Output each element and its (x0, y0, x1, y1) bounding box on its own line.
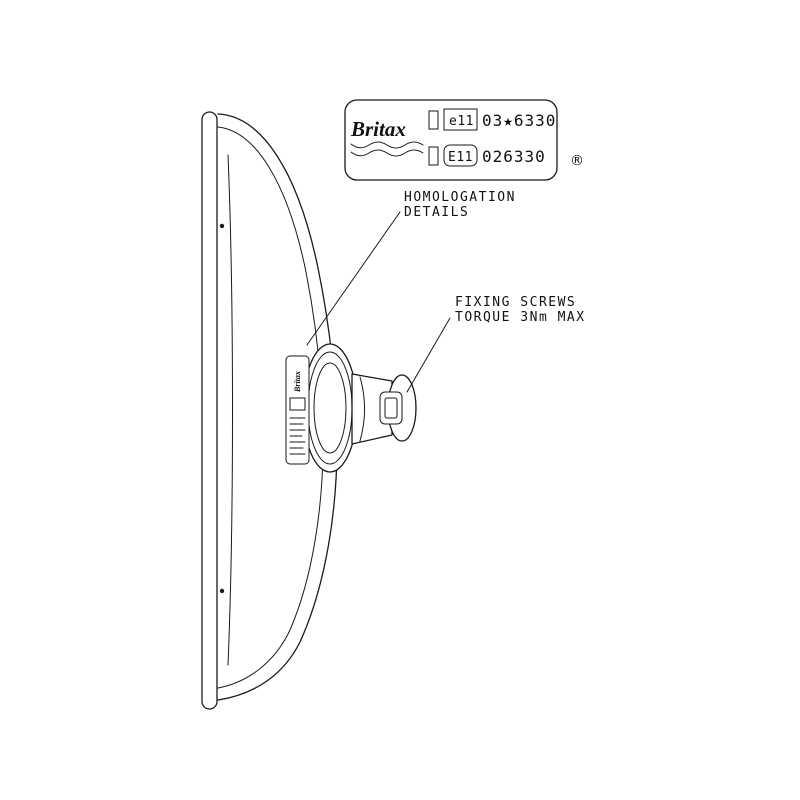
product-label-plate: Britax (285, 355, 310, 465)
edge-screw-bottom (219, 588, 225, 594)
mirror-edge-face (201, 111, 218, 710)
mount-stem (351, 373, 417, 445)
homologation-callout: HOMOLOGATION DETAILS (306, 190, 516, 346)
fixing-screw-boss (379, 391, 403, 425)
fixing-screws-leader-line (406, 317, 451, 393)
brand-logo-wave-1 (350, 141, 424, 149)
row1-mark: e11 (449, 114, 474, 129)
row1-bar-glyph (428, 110, 439, 130)
row1-mark-box (443, 108, 478, 131)
edge-screw-top (219, 223, 225, 229)
fixing-callout-line2: TORQUE 3Nm MAX (455, 310, 586, 325)
product-label-mark-box (289, 397, 306, 411)
registered-trademark-symbol: ® (570, 153, 584, 169)
mirror-body (201, 111, 338, 710)
row2-mark-box (443, 144, 478, 167)
brand-logo-text: Britax (350, 117, 406, 141)
product-label-brand: Britax (293, 371, 302, 393)
fixing-callout-line1: FIXING SCREWS (455, 295, 576, 310)
row2-bar-glyph (428, 146, 439, 166)
brand-logo-wave-2 (350, 149, 424, 157)
fixing-screws-callout: FIXING SCREWS TORQUE 3Nm MAX (406, 295, 586, 393)
label-box-outline (344, 99, 558, 181)
homologation-label-box: Britax e11 03★6330 E11 026330 (344, 99, 558, 181)
fixing-screw-socket (384, 397, 398, 419)
homologation-leader-line (306, 211, 401, 346)
mirror-front-contour (227, 154, 233, 666)
stem-cone (351, 373, 393, 445)
boss-ellipse-inner (313, 362, 347, 454)
mount-boss (302, 343, 358, 473)
stem-shade-arc (359, 376, 365, 442)
row2-code: 026330 (482, 147, 546, 166)
homologation-callout-line1: HOMOLOGATION (404, 190, 516, 205)
homologation-callout-line2: DETAILS (404, 205, 469, 220)
row2-mark: E11 (448, 150, 473, 165)
row1-code: 03★6330 (482, 111, 556, 130)
